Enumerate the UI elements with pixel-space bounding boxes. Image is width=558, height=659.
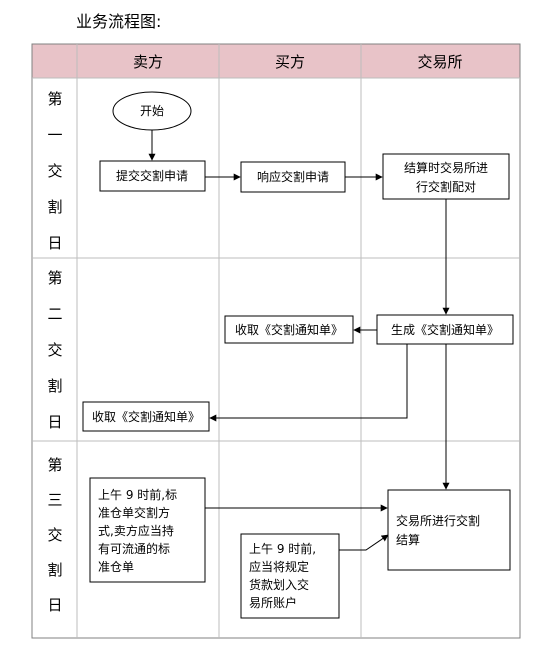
row1-char: 一	[47, 126, 62, 144]
buyer-pay-box	[240, 533, 340, 619]
buyer-pay-text: 上午 9 时前, 应当将规定 货款划入交 易所账户	[249, 541, 316, 610]
row1-char: 割	[47, 198, 62, 216]
submit-request-box	[99, 160, 206, 192]
header-band	[32, 44, 520, 78]
seller-deliver-receipt-text: 上午 9 时前,标 准仓单交割方 式,卖方应当持 有可流通的标 准仓单	[98, 487, 177, 574]
row3-char: 日	[47, 596, 62, 614]
seller-receive-notice-box	[82, 401, 210, 432]
row3-char: 第	[47, 456, 62, 474]
buyer-pay-line: 货款划入交	[249, 577, 309, 592]
seller-deliver-receipt-box	[89, 477, 206, 583]
seller-deliver-line: 准仓单	[98, 560, 134, 574]
row1-char: 第	[47, 90, 62, 108]
exchange-settlement-box	[387, 489, 511, 571]
row1-char: 日	[47, 234, 62, 252]
buyer-pay-line: 易所账户	[249, 595, 297, 610]
row2-char: 割	[47, 377, 62, 395]
seller-deliver-line: 有可流通的标	[98, 541, 170, 556]
exchange-matching-box	[382, 153, 510, 200]
row2-char: 第	[47, 269, 62, 287]
row2-char: 交	[47, 341, 62, 359]
exchange-matching-label: 结算时交易所进	[404, 160, 488, 175]
page-title: 业务流程图:	[76, 12, 162, 31]
generate-notice-label: 生成《交割通知单》	[391, 322, 499, 337]
exchange-settlement-line: 结算	[396, 532, 420, 547]
connectors	[148, 130, 450, 551]
seller-deliver-line: 式,卖方应当持	[98, 523, 174, 538]
row1-char: 交	[47, 162, 62, 180]
arrow-buyer-pay-to-settlement	[339, 534, 389, 551]
row3-char: 割	[47, 561, 62, 579]
respond-request-label: 响应交割申请	[257, 169, 329, 184]
seller-receive-notice-label: 收取《交割通知单》	[92, 409, 200, 424]
submit-request-label: 提交交割申请	[116, 168, 188, 183]
generate-notice-box	[376, 314, 514, 345]
exchange-settlement-line: 交易所进行交割	[396, 513, 480, 528]
buyer-pay-line: 上午 9 时前,	[249, 541, 316, 556]
arrow-generate-to-seller	[209, 344, 408, 422]
column-header-buyer: 买方	[275, 53, 305, 71]
row3-char: 交	[47, 526, 62, 544]
column-header-seller: 卖方	[133, 53, 163, 71]
row-labels: 第 一 交 割 日 第 二 交 割 日 第 三 交 割 日	[47, 90, 62, 614]
exchange-matching-label: 行交割配对	[416, 179, 476, 194]
buyer-pay-line: 应当将规定	[249, 559, 309, 574]
row2-char: 日	[47, 413, 62, 431]
start-label: 开始	[140, 104, 164, 118]
row3-char: 三	[47, 491, 62, 509]
column-header-exchange: 交易所	[417, 53, 462, 71]
seller-deliver-line: 准仓单交割方	[98, 505, 170, 520]
swimlane-grid	[31, 43, 521, 639]
buyer-receive-notice-box	[224, 315, 354, 344]
buyer-receive-notice-label: 收取《交割通知单》	[235, 322, 343, 337]
row2-char: 二	[47, 305, 62, 323]
seller-deliver-line: 上午 9 时前,标	[98, 487, 177, 502]
